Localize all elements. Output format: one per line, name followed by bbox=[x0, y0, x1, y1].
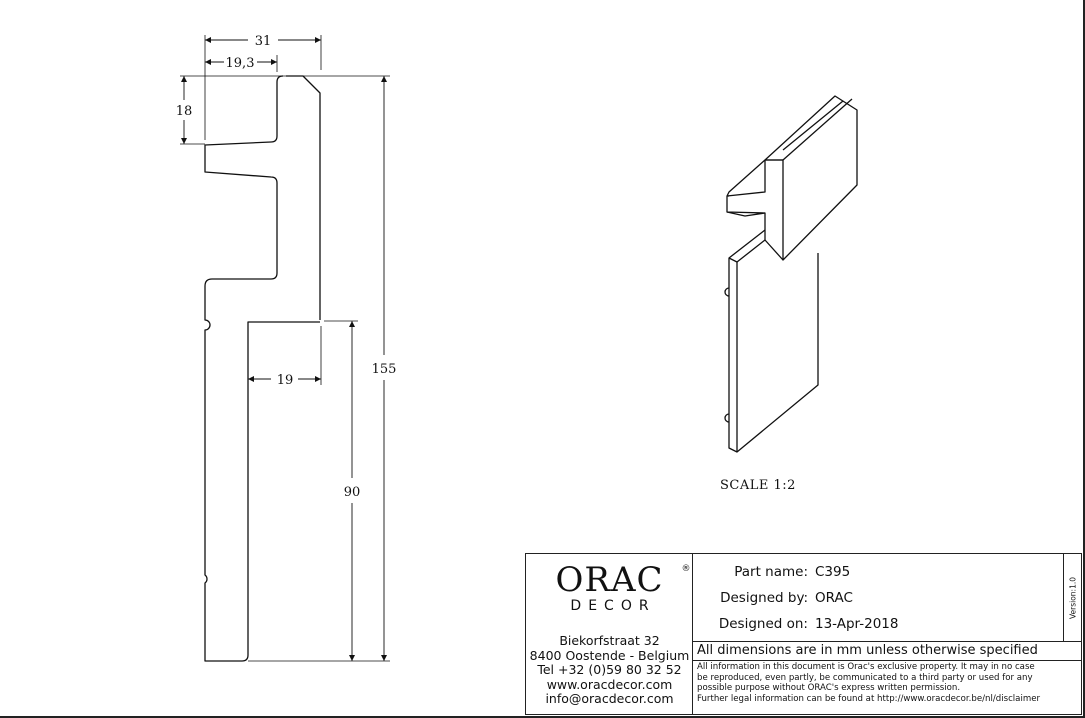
profile-outline bbox=[204, 75, 321, 662]
dim-label-18: 18 bbox=[176, 104, 193, 119]
dimension-upper-width: 19,3 bbox=[205, 56, 277, 71]
dimensions-note: All dimensions are in mm unless otherwis… bbox=[693, 641, 1081, 661]
part-name-row: Part name: C395 bbox=[693, 560, 1063, 585]
version-cell: Version:1.0 bbox=[1063, 554, 1081, 641]
dim-label-31: 31 bbox=[255, 34, 272, 49]
registered-mark: ® bbox=[681, 564, 691, 574]
dimension-overall-height: 155 bbox=[372, 76, 397, 661]
version-label: Version:1.0 bbox=[1068, 576, 1077, 619]
isometric-view bbox=[724, 95, 858, 453]
part-name-value: C395 bbox=[815, 564, 851, 580]
legal-line: possible purpose without ORAC's express … bbox=[697, 683, 961, 694]
dimension-rebate-width: 19 bbox=[248, 373, 321, 388]
profile-section bbox=[204, 75, 321, 662]
dimension-groove-height: 18 bbox=[176, 76, 193, 144]
extension-lines bbox=[180, 35, 390, 662]
designed-on-row: Designed on: 13-Apr-2018 bbox=[693, 612, 1063, 637]
logo-name: ORAC bbox=[555, 560, 664, 600]
legal-line: be reproduced, even partly, be communica… bbox=[697, 672, 1033, 683]
dim-label-19-3: 19,3 bbox=[226, 56, 255, 71]
legal-line: Further legal information can be found a… bbox=[697, 693, 1041, 704]
dimension-total-width: 31 bbox=[205, 34, 321, 49]
company-address: Biekorfstraat 32 8400 Oostende - Belgium… bbox=[526, 633, 693, 707]
dim-label-19: 19 bbox=[277, 373, 294, 388]
dim-label-155: 155 bbox=[372, 362, 397, 377]
designed-by-label: Designed by: bbox=[720, 590, 808, 606]
logo-tagline: DECOR bbox=[570, 598, 656, 614]
designed-on-value: 13-Apr-2018 bbox=[815, 616, 899, 632]
legal-notice: All information in this document is Orac… bbox=[693, 662, 1081, 704]
designed-by-value: ORAC bbox=[815, 590, 853, 606]
title-block: ORAC ® DECOR Biekorfstraat 32 8400 Ooste… bbox=[525, 553, 1082, 715]
address-city: 8400 Oostende - Belgium bbox=[529, 647, 690, 663]
logo-cell: ORAC ® DECOR Biekorfstraat 32 8400 Ooste… bbox=[526, 554, 693, 714]
designed-by-row: Designed by: ORAC bbox=[693, 586, 1063, 611]
dim-label-90: 90 bbox=[344, 485, 361, 500]
legal-line: All information in this document is Orac… bbox=[697, 662, 1035, 672]
part-name-label: Part name: bbox=[734, 564, 808, 580]
address-street: Biekorfstraat 32 bbox=[559, 633, 660, 648]
scale-label: SCALE 1:2 bbox=[720, 478, 796, 493]
designed-on-label: Designed on: bbox=[718, 616, 808, 632]
dimension-rebate-height: 90 bbox=[344, 321, 361, 661]
address-email: info@oracdecor.com bbox=[545, 691, 674, 706]
address-phone: Tel +32 (0)59 80 32 52 bbox=[537, 662, 682, 677]
orac-decor-logo: ORAC ® DECOR bbox=[526, 562, 693, 614]
address-website: www.oracdecor.com bbox=[546, 676, 673, 692]
